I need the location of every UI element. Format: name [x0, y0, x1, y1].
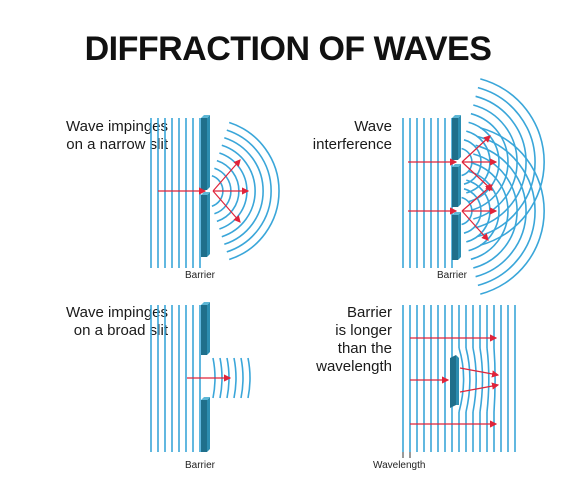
- arrow: [461, 210, 489, 241]
- barrier-top-side: [458, 115, 461, 160]
- wave-arc: [228, 121, 280, 261]
- caption-wavelength: Wavelength: [373, 460, 426, 471]
- label-broad-slit: Wave impinges on a broad slit: [66, 304, 168, 339]
- barrier-upper-side: [207, 115, 210, 190]
- wave-arc: [470, 112, 509, 212]
- arrow: [461, 135, 491, 163]
- wave-front: [233, 357, 237, 399]
- wave-arc: [224, 136, 264, 246]
- wave-front: [240, 357, 244, 399]
- wave-arc: [226, 129, 272, 253]
- barrier-upper: [201, 305, 207, 355]
- wave-line-bent: [472, 347, 477, 413]
- wave-arc: [221, 144, 256, 238]
- wave-arc: [477, 135, 536, 287]
- wave-arc: [475, 144, 527, 278]
- barrier-long-side: [456, 355, 459, 405]
- wave-line-bent: [465, 347, 471, 413]
- label-long-barrier: Barrier is longer than the wavelength: [316, 304, 392, 375]
- wave-arc: [480, 127, 545, 295]
- barrier-upper: [201, 118, 207, 190]
- wave-line-bent: [458, 347, 465, 413]
- barrier-bottom: [452, 215, 458, 260]
- barrier-lower: [201, 195, 207, 257]
- barrier-top-top: [452, 115, 461, 118]
- diagram-title: DIFFRACTION OF WAVES: [84, 30, 492, 68]
- wave-line-bent: [493, 347, 496, 413]
- wave-front: [247, 357, 251, 399]
- barrier-upper-side: [207, 302, 210, 355]
- barrier-long: [450, 355, 456, 408]
- arrow: [459, 382, 500, 393]
- arrow: [212, 159, 241, 192]
- arrow: [212, 190, 241, 223]
- wave-arc: [470, 161, 509, 261]
- barrier-lower-side: [207, 192, 210, 257]
- caption-barrier-3: Barrier: [185, 460, 216, 471]
- caption-barrier-1: Barrier: [185, 270, 216, 281]
- barrier-lower: [201, 400, 207, 452]
- caption-barrier-2: Barrier: [437, 270, 468, 281]
- barrier-mid: [452, 167, 458, 207]
- arrow: [461, 184, 493, 212]
- wave-arc: [480, 78, 545, 246]
- barrier-lower-side: [207, 397, 210, 452]
- wave-line-bent: [479, 347, 484, 413]
- barrier-mid-side: [458, 164, 461, 207]
- wave-arc: [468, 170, 500, 252]
- label-narrow-slit: Wave impinges on a narrow slit: [66, 118, 168, 153]
- wave-line-bent: [486, 347, 490, 413]
- barrier-upper-top: [201, 302, 210, 305]
- barrier-top: [452, 118, 458, 160]
- arrow: [459, 367, 500, 378]
- barrier-lower-top: [201, 397, 210, 400]
- direction-arrows: [158, 135, 500, 428]
- barrier-bottom-side: [458, 212, 461, 260]
- wave-arc: [477, 86, 536, 238]
- barriers: [201, 115, 461, 458]
- barrier-upper-top: [201, 115, 210, 118]
- label-interference: Wave interference: [312, 118, 392, 153]
